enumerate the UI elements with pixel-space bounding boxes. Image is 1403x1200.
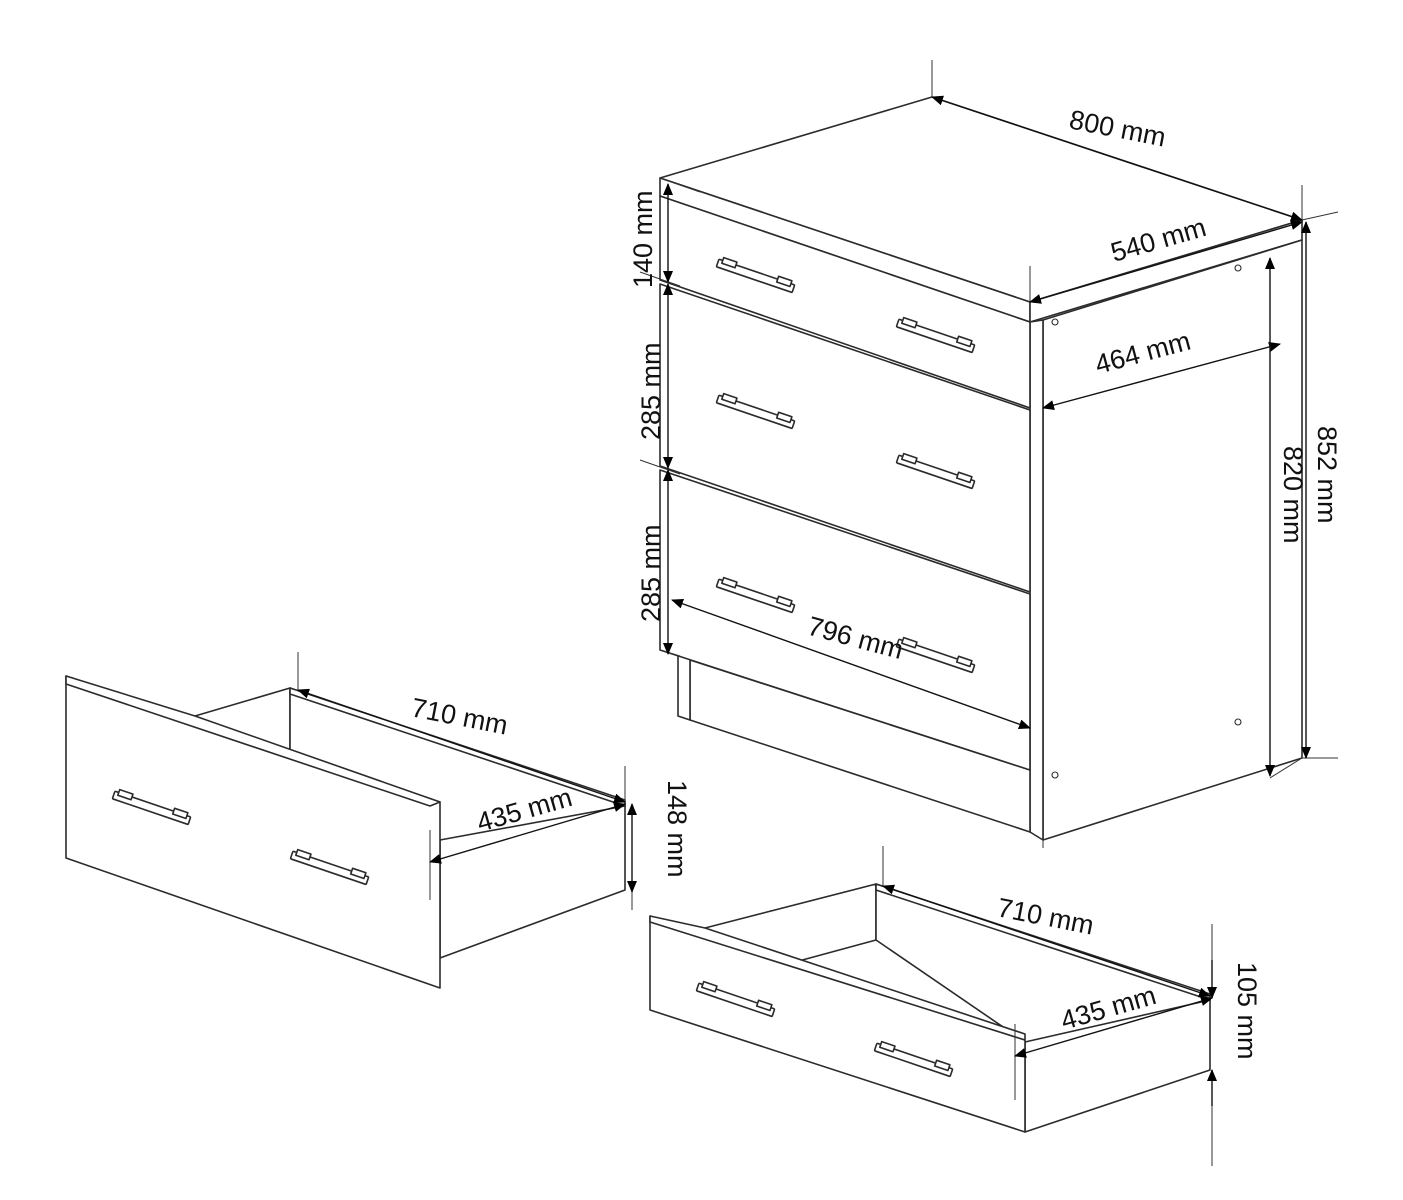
label-top-drawer-height: 140 mm — [628, 190, 658, 288]
label-middle-drawer-height: 285 mm — [636, 342, 666, 440]
dim-line-435-large — [429, 802, 626, 864]
cabinet — [659, 96, 1303, 841]
dimension-lines — [297, 95, 1311, 1106]
handle-small-drawer-left — [695, 980, 776, 1018]
dim-line-710-large — [297, 688, 626, 804]
front-hole-bottom — [1051, 771, 1059, 779]
dim-line-796 — [671, 598, 1031, 730]
handles — [111, 256, 976, 1078]
dim-line-464 — [1042, 342, 1281, 410]
handle-cabinet-top-right — [895, 316, 976, 354]
handle-small-drawer-right — [873, 1040, 954, 1078]
label-cabinet-body-height: 820 mm — [1278, 446, 1308, 544]
side-hole-bottom — [1234, 718, 1242, 726]
handle-cabinet-middle-right — [895, 452, 976, 490]
cabinet-front-post — [1029, 319, 1044, 841]
label-bottom-drawer-height: 285 mm — [636, 524, 666, 622]
cabinet-left-leg — [677, 653, 691, 721]
dim-line-800 — [931, 95, 1303, 222]
label-small-drawer-height: 105 mm — [1232, 962, 1262, 1060]
handle-large-drawer-right — [289, 848, 370, 886]
dim-line-540 — [1029, 220, 1303, 304]
handle-cabinet-top-left — [715, 256, 796, 294]
handle-large-drawer-left — [111, 788, 192, 826]
label-cabinet-total-height: 852 mm — [1312, 426, 1342, 524]
front-hole-top — [1051, 318, 1059, 326]
label-large-drawer-height: 148 mm — [662, 780, 692, 878]
handle-cabinet-middle-left — [715, 392, 796, 430]
large-drawer — [65, 675, 626, 989]
dim-line-435-small — [1014, 996, 1213, 1058]
dim-line-710-small — [882, 884, 1211, 998]
label-cabinet-width: 800 mm — [1067, 104, 1168, 152]
